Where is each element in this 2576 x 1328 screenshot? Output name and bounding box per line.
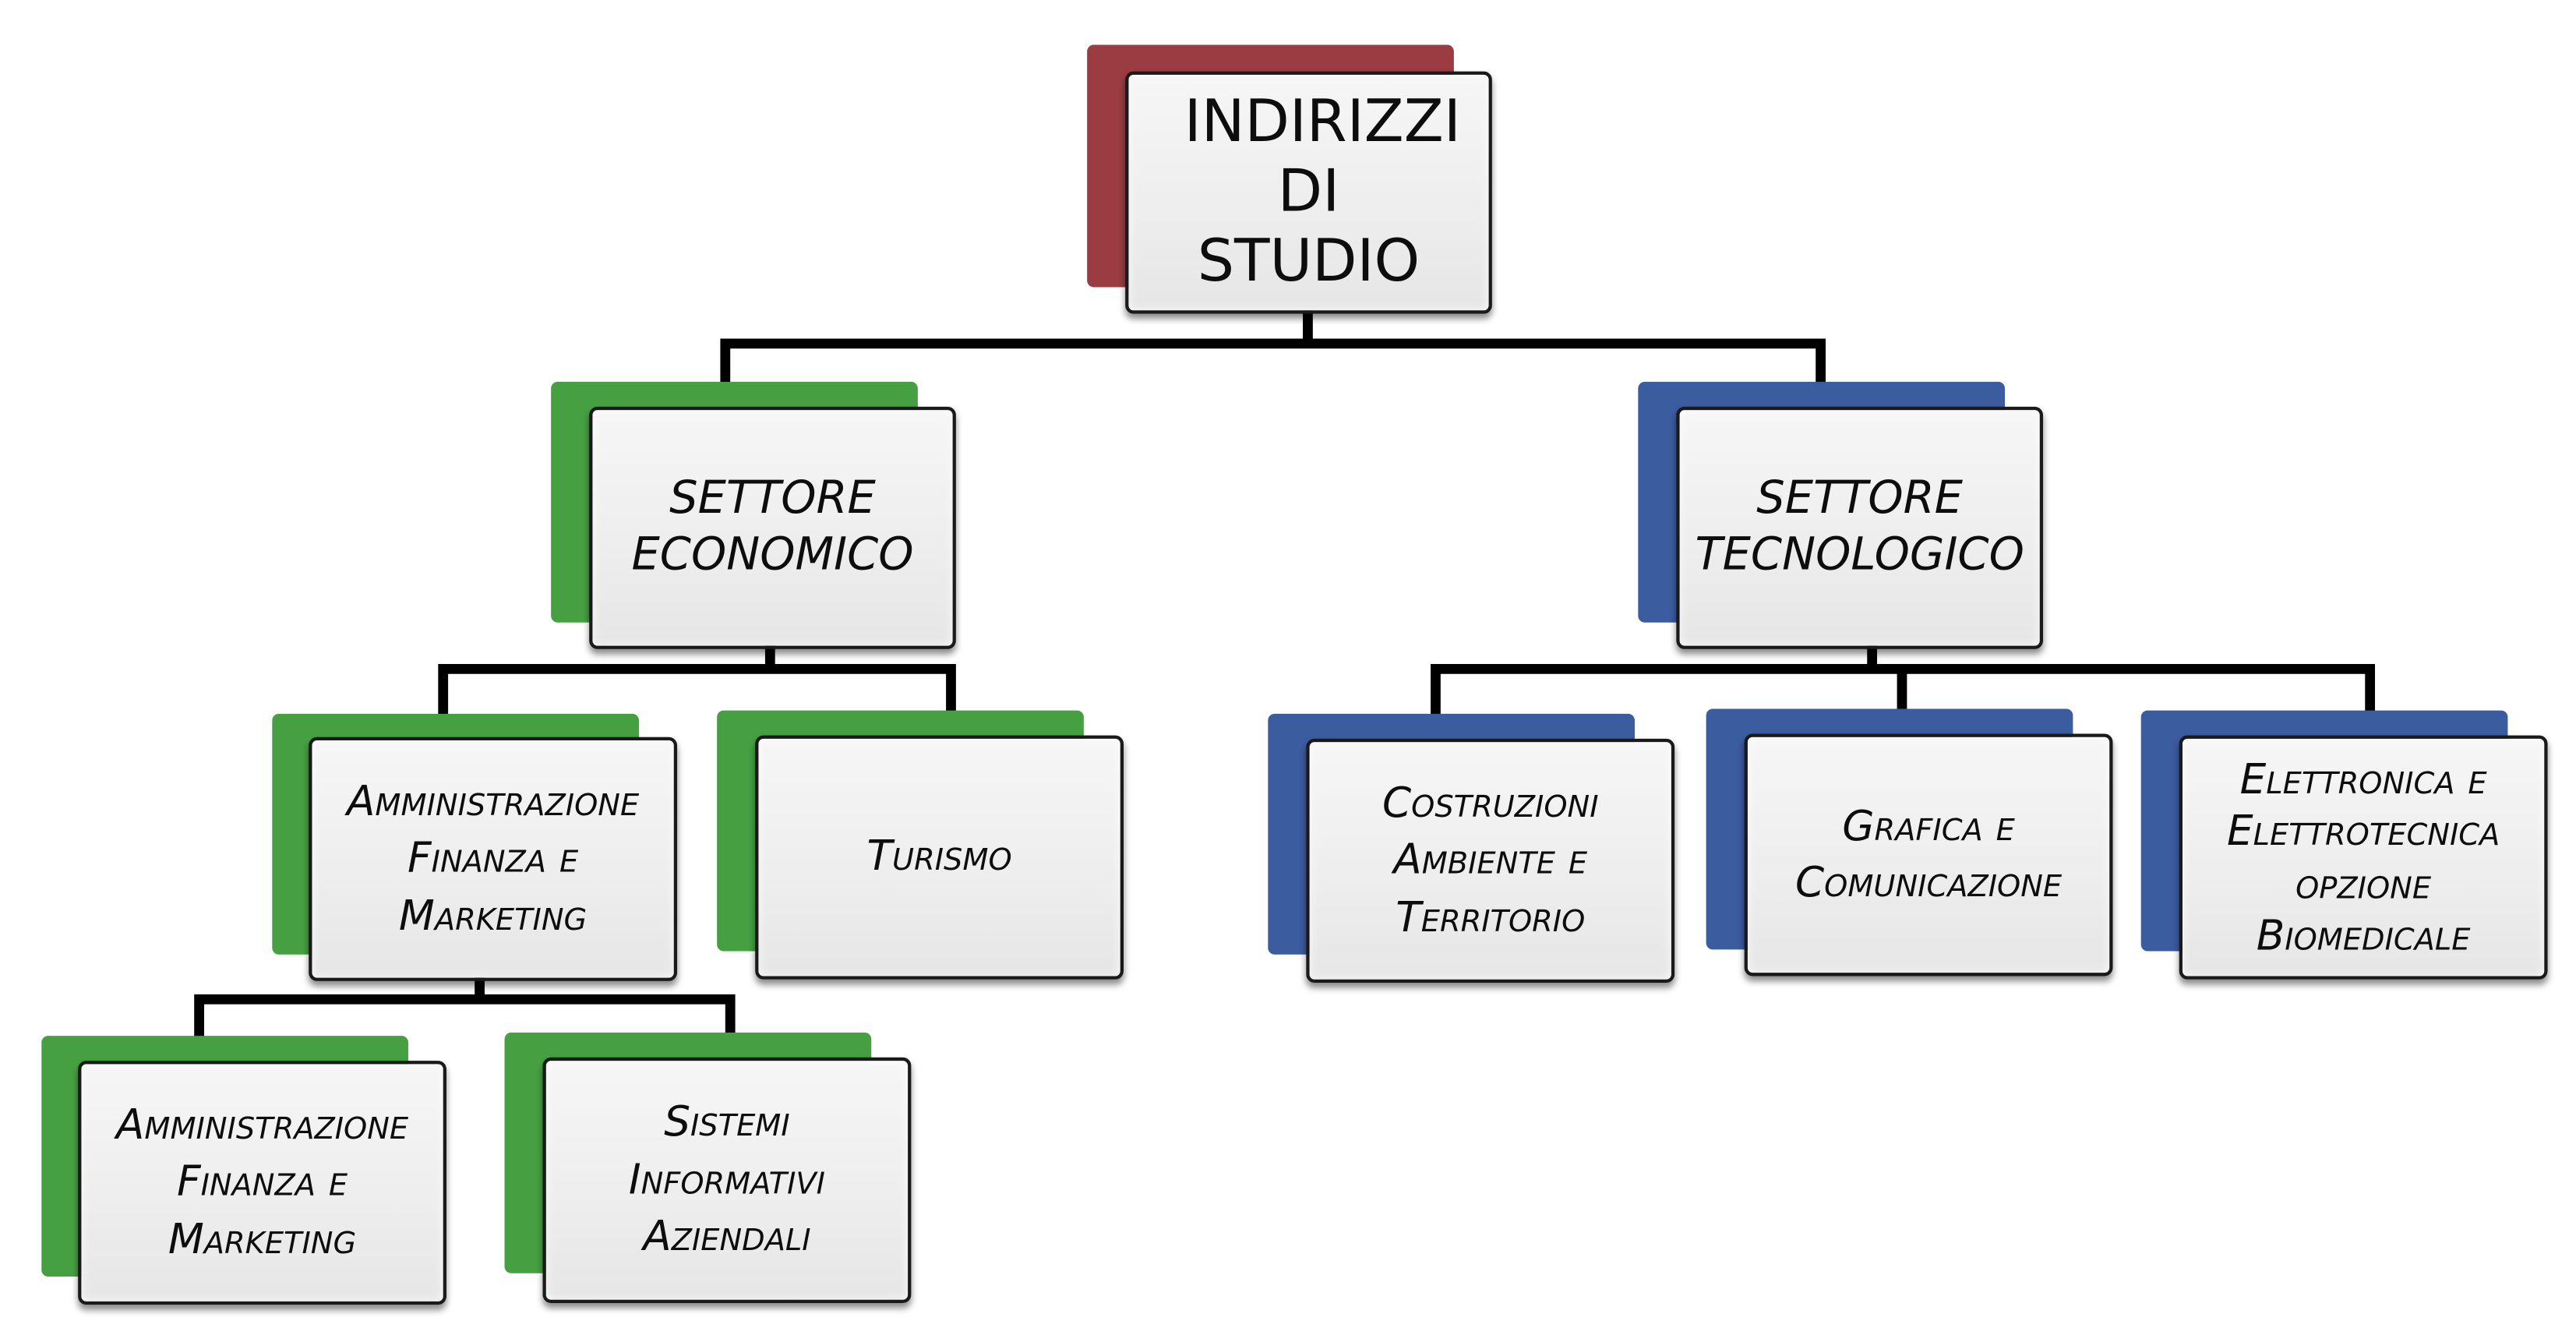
node-label: Amministrazione Finanza e Marketing [115, 1100, 409, 1263]
connector-afm-children [194, 976, 736, 1044]
node-card: Elettronica e Elettrotecnica opzione Bio… [2179, 735, 2548, 980]
connector-tecnologico-children [1431, 644, 2376, 719]
node-label: Grafica e Comunicazione [1794, 800, 2063, 906]
node-label: SETTORE ECONOMICO [631, 473, 914, 581]
node-card: Costruzioni Ambiente e Territorio [1306, 738, 1675, 983]
node-label: Amministrazione Finanza e Marketing [347, 776, 640, 940]
connector-economico-children [438, 644, 956, 719]
node-label: INDIRIZZI DI STUDIO [1184, 90, 1461, 296]
node-card: Amministrazione Finanza e Marketing [309, 736, 678, 981]
node-label: Sistemi Informativi Aziendali [628, 1097, 825, 1261]
node-card: Turismo [755, 735, 1124, 980]
node-card: SETTORE ECONOMICO [589, 406, 956, 649]
node-card: SETTORE TECNOLOGICO [1676, 406, 2044, 649]
node-label: SETTORE TECNOLOGICO [1695, 473, 2024, 581]
node-label: Turismo [866, 832, 1012, 881]
connector-root-sectors [720, 310, 1826, 390]
node-card: Amministrazione Finanza e Marketing [78, 1061, 446, 1305]
node-card: Sistemi Informativi Aziendali [542, 1057, 912, 1304]
node-card: INDIRIZZI DI STUDIO [1125, 71, 1492, 314]
node-label: Costruzioni Ambiente e Territorio [1382, 778, 1599, 941]
node-label: Elettronica e Elettrotecnica opzione Bio… [2226, 754, 2500, 960]
node-card: Grafica e Comunicazione [1744, 733, 2113, 977]
